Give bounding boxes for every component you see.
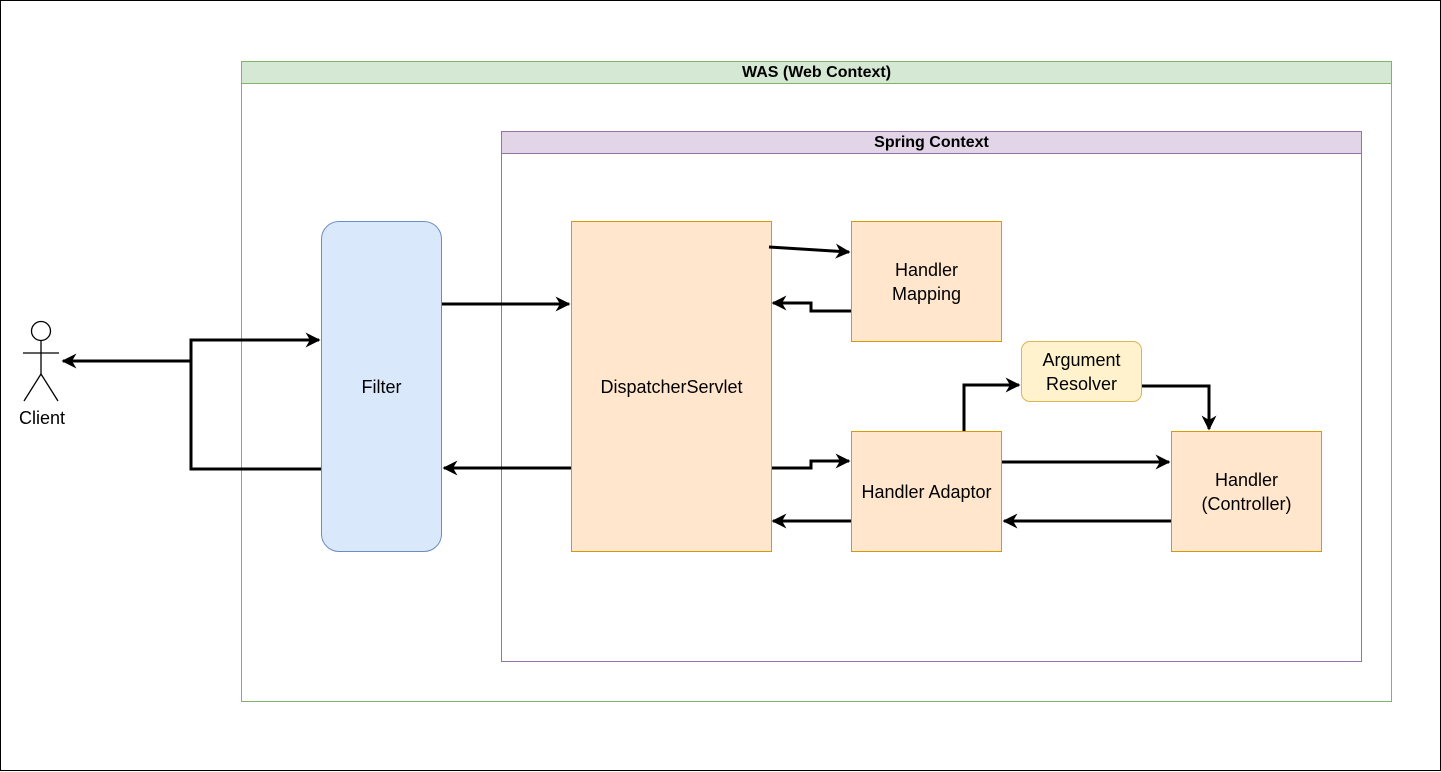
edge-dispatcher-to-adaptor xyxy=(772,453,851,470)
client-label: Client xyxy=(18,408,66,428)
handler-controller-node: Handler (Controller) xyxy=(1171,431,1322,552)
client-actor-icon xyxy=(19,319,65,405)
handler-adaptor-node: Handler Adaptor xyxy=(851,431,1002,552)
edge-mapping-to-dispatcher xyxy=(771,295,851,313)
edge-adaptor-to-resolver xyxy=(962,377,1021,431)
dispatcher-servlet-node: DispatcherServlet xyxy=(571,221,772,552)
handler-mapping-node: Handler Mapping xyxy=(851,221,1002,342)
was-web-context-container: WAS (Web Context) xyxy=(241,61,1392,702)
argument-resolver-node: Argument Resolver xyxy=(1021,341,1142,402)
spring-context-container: Spring Context xyxy=(501,131,1362,662)
edge-dispatcher-to-mapping xyxy=(768,243,851,259)
filter-node: Filter xyxy=(321,221,442,552)
edge-client-to-filter xyxy=(189,332,321,471)
was-container-title: WAS (Web Context) xyxy=(242,62,1391,84)
edge-resolver-to-handler xyxy=(1142,384,1217,431)
spring-container-title: Spring Context xyxy=(502,132,1361,154)
